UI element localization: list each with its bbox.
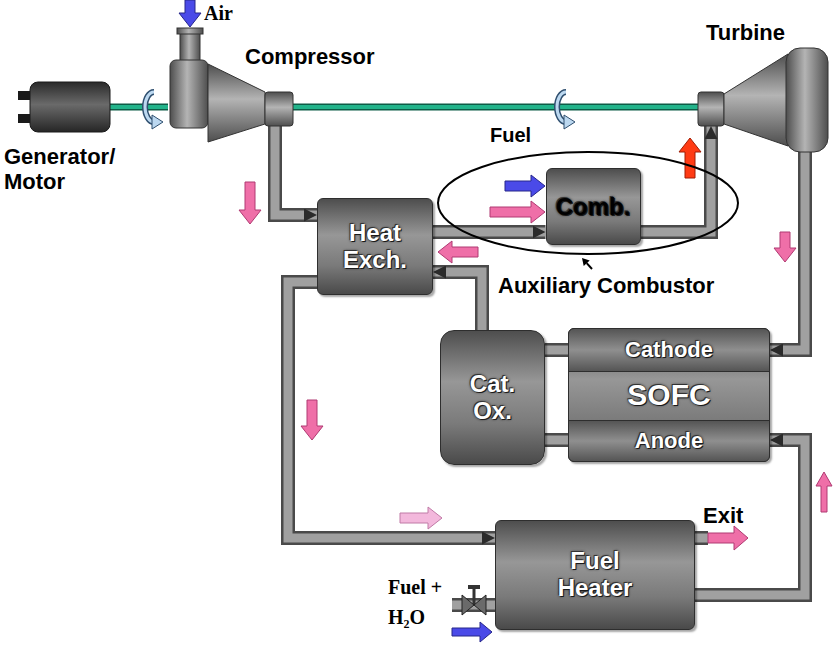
fuel-heater-box: Fuel Heater (495, 520, 695, 630)
pipe-outline (545, 433, 568, 447)
air-inlet-ring (177, 28, 203, 34)
pipe-core (770, 126, 805, 350)
anode-band: Anode (568, 420, 770, 462)
turbine: Turbine (698, 42, 833, 126)
air-inlet-pipe (180, 30, 200, 62)
pipe-connector (641, 126, 712, 232)
exit-label: Exit (703, 503, 743, 528)
part-name: Generator/ Motor (4, 144, 134, 195)
fuel-flow-arrow (452, 622, 492, 642)
shaft-core (110, 105, 168, 109)
shaft-outline (293, 104, 698, 111)
catalytic-oxidizer-box: Cat. Ox. (440, 330, 545, 465)
turbine-coupling (698, 92, 724, 126)
rotation-arrowhead (564, 115, 575, 129)
auxiliary-combustor-outline: Comb.Auxiliary Combustor (436, 150, 740, 256)
flow-arrow (774, 232, 796, 262)
turbine-cone (724, 54, 788, 146)
exit-pipe (695, 531, 708, 545)
node-label: Heat Exch. (327, 220, 423, 274)
generator-terminal (18, 114, 30, 123)
node-label: Comb. (556, 193, 631, 221)
node-label: Fuel Heater (550, 548, 640, 602)
cathode-band: Cathode (568, 328, 770, 372)
shaft-core (293, 105, 698, 109)
leader-line (587, 263, 592, 269)
fuel-flow-arrow (505, 175, 545, 197)
compressor-cone (208, 64, 265, 142)
part-name: Compressor (245, 44, 405, 69)
pipe-core (545, 346, 568, 355)
heat-exchanger-box: Heat Exch. (317, 198, 433, 295)
pipe-outline (770, 126, 805, 350)
flow-arrow (301, 400, 323, 440)
shaft-outline (110, 104, 168, 111)
shaft-connector (293, 107, 698, 108)
connectors (110, 107, 805, 595)
node-label: Anode (635, 429, 703, 454)
combustor-box: Comb. (546, 168, 641, 245)
rotation-arrowhead (152, 115, 163, 129)
pipe-outline (433, 272, 482, 330)
sofc-stack-box: CathodeAnode SOFC (568, 328, 770, 462)
pipe-outline (545, 343, 568, 357)
leader-arrowhead (582, 258, 590, 266)
pipe-outline (695, 440, 805, 595)
flow-arrow (400, 507, 442, 529)
pipe-core (433, 228, 546, 237)
generator-body (30, 82, 110, 132)
pipe-core (433, 272, 482, 330)
group-ellipse (438, 152, 738, 254)
compressor-housing (170, 60, 208, 128)
compressor: Compressor (168, 28, 293, 126)
flow-arrow (438, 241, 478, 263)
node-label: SOFC (627, 378, 710, 412)
generator-terminal (18, 91, 30, 100)
pipe-connector (433, 272, 482, 330)
valve-symbol (474, 595, 486, 615)
generator-motor-shape (30, 82, 110, 132)
exit-flow-arrow (708, 526, 748, 550)
pipe-connector (433, 232, 546, 233)
air-inlet-label: Air (204, 2, 233, 25)
pipe-connector (695, 440, 805, 595)
flow-arrow (816, 472, 832, 512)
pipe-outline (641, 126, 712, 232)
pipe-outline (275, 126, 317, 215)
generator-motor: Generator/ Motor (30, 82, 110, 132)
hot-flow-arrow (679, 138, 701, 178)
turbine-disk (786, 48, 828, 152)
pipe-connector (275, 126, 317, 215)
fuel-water-inlet-label: Fuel + H₂O (388, 572, 452, 632)
pipe-connector (770, 126, 805, 350)
valve-handle (468, 585, 480, 589)
node-label: Cathode (625, 338, 713, 363)
air-flow-arrow (179, 0, 201, 27)
flow-arrow (490, 201, 545, 223)
pipe-outline (433, 225, 546, 239)
valve-stem (473, 589, 476, 605)
part-name: Auxiliary Combustor (498, 273, 778, 298)
pipe-connector (545, 440, 568, 441)
pipe-core (695, 440, 805, 595)
compressor-shape (168, 28, 293, 126)
pipe-core (545, 436, 568, 445)
compressor-coupling (265, 92, 293, 126)
shaft-connector (110, 107, 168, 108)
pipe-core (275, 126, 317, 215)
part-name: Turbine (706, 20, 816, 45)
node-label: Cat. Ox. (453, 371, 533, 425)
pipe-connector (545, 350, 568, 351)
valve-symbol (462, 595, 474, 615)
flow-arrow (239, 182, 261, 224)
turbine-shape (698, 42, 833, 126)
pipe-core (641, 126, 712, 232)
fuel-inlet-label: Fuel (490, 124, 531, 147)
exit-pipe-core (695, 534, 708, 543)
